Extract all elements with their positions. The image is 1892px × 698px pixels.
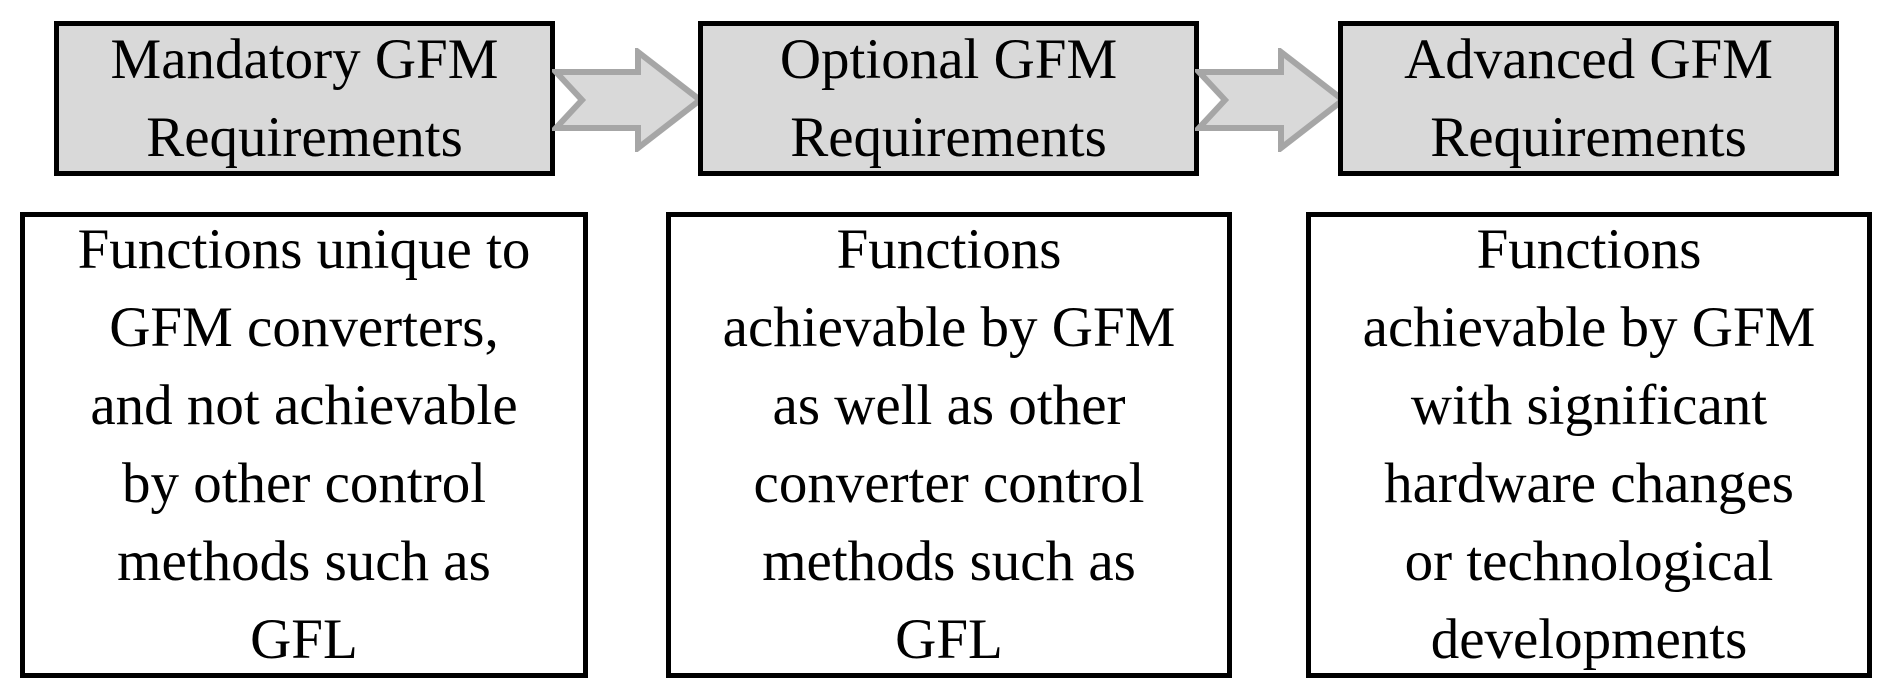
right-arrow-icon [552, 48, 704, 152]
stage-description-text-advanced: Functions achievable by GFM with signifi… [1362, 218, 1816, 671]
arrow-shape-2 [1195, 48, 1347, 152]
stage-description-text-mandatory: Functions unique to GFM converters, and … [77, 218, 531, 671]
stage-title-advanced: Advanced GFM Requirements [1404, 27, 1773, 169]
stage-description-text-optional: Functions achievable by GFM as well as o… [722, 218, 1176, 671]
stage-header-advanced: Advanced GFM Requirements [1338, 21, 1839, 176]
stage-title-mandatory: Mandatory GFM Requirements [110, 27, 499, 169]
stage-header-optional: Optional GFM Requirements [698, 21, 1199, 176]
right-arrow-icon [1195, 48, 1347, 152]
stage-header-mandatory: Mandatory GFM Requirements [54, 21, 555, 176]
stage-description-optional: Functions achievable by GFM as well as o… [666, 212, 1232, 678]
stage-description-mandatory: Functions unique to GFM converters, and … [20, 212, 588, 678]
stage-title-optional: Optional GFM Requirements [779, 27, 1118, 169]
stage-description-advanced: Functions achievable by GFM with signifi… [1306, 212, 1872, 678]
arrow-shape-1 [552, 48, 704, 152]
